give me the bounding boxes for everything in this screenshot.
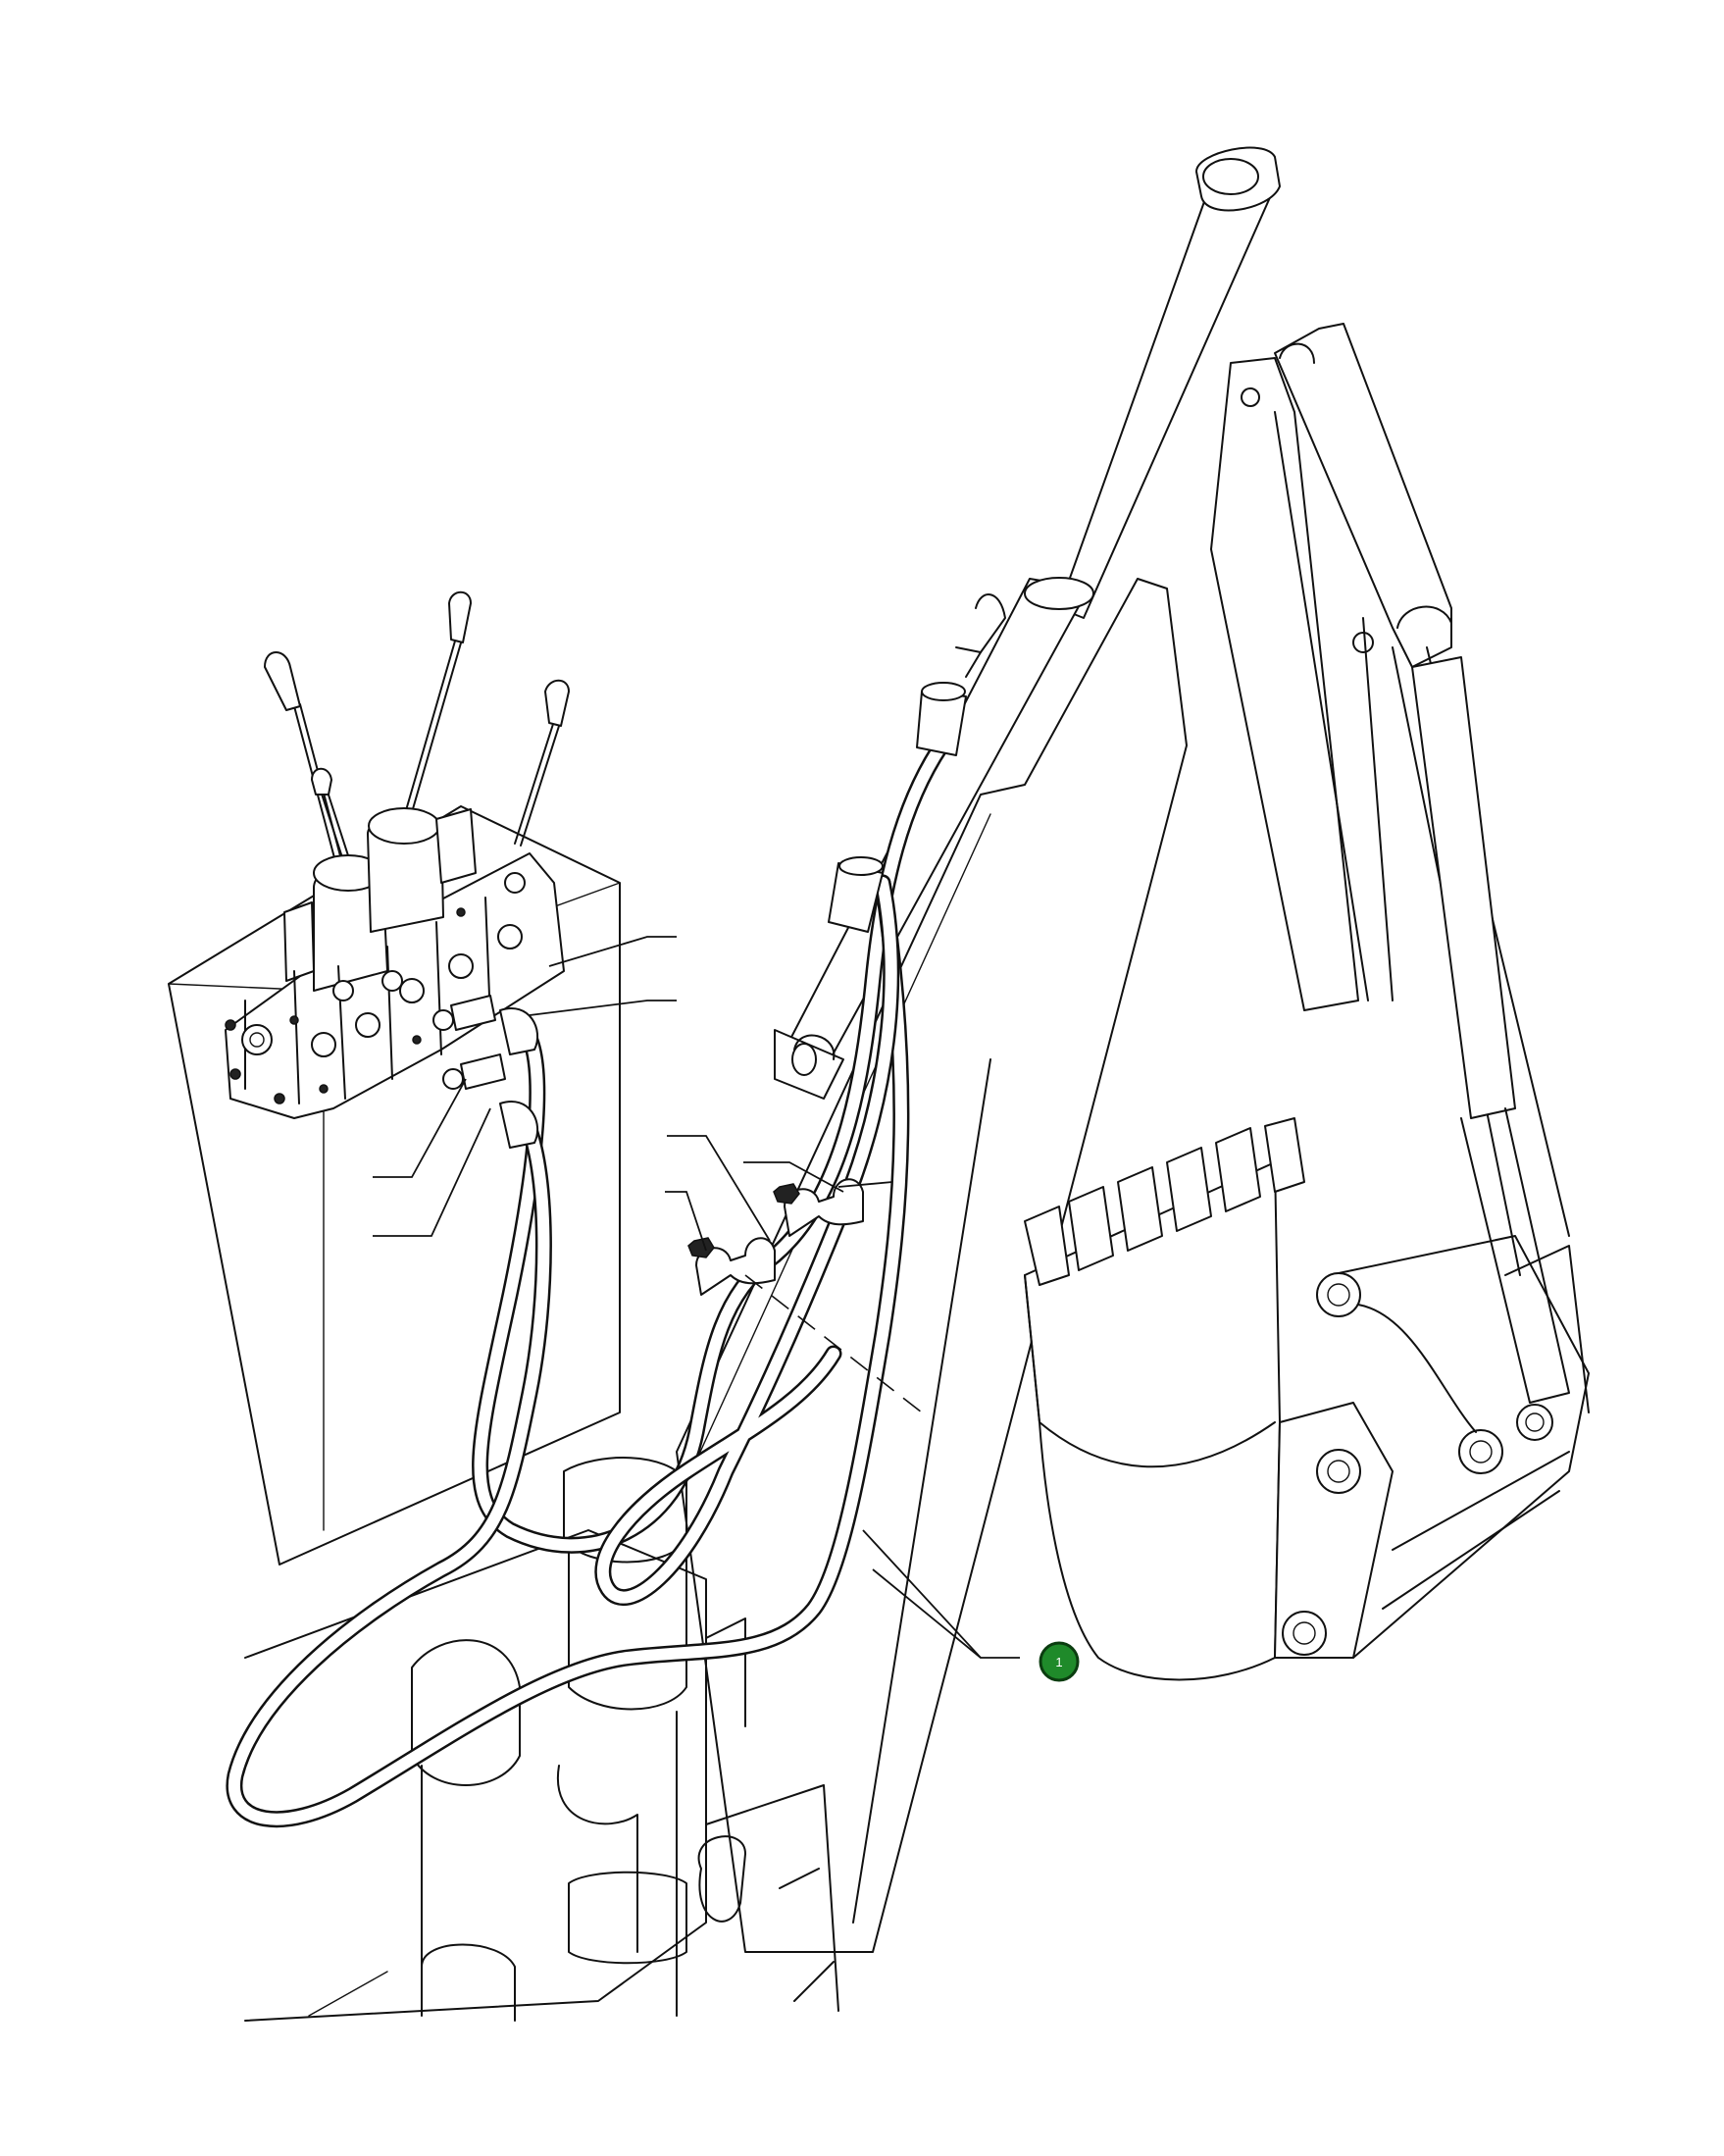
leader-lines [373,936,1020,1659]
bucket [1024,1117,1590,1681]
callout-1[interactable]: 1 [1039,1641,1080,1682]
callout-label: 1 [1055,1655,1062,1669]
boom-cylinder [774,146,1281,1100]
bucket-cylinder [1411,656,1590,1413]
callout-marker[interactable] [1039,1641,1080,1682]
hydraulic-hoses [226,682,967,1828]
hose-clamps [687,1178,864,1296]
dipper-arm [1210,323,1570,1276]
control-valve-assembly [225,590,570,1119]
